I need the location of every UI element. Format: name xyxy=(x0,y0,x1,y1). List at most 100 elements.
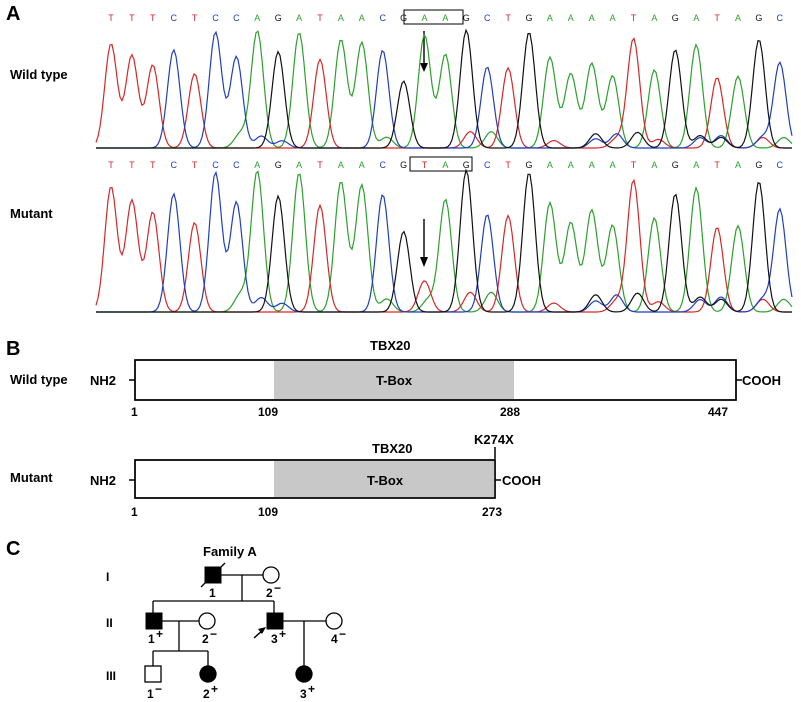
wild-type-tick-109: 109 xyxy=(258,405,278,419)
pedigree-II-4: 4 − xyxy=(325,612,346,646)
wild-type-t-box-label: T-Box xyxy=(376,373,413,388)
pedigree-III-2: 2 + xyxy=(199,665,218,701)
panel-a-letter: A xyxy=(6,3,20,25)
pedigree-III-3-sign: + xyxy=(308,682,315,696)
wild-type-base-22: A xyxy=(568,13,574,23)
wild-type-trace-G xyxy=(96,28,792,149)
wild-type-protein-label: Wild type xyxy=(10,372,68,387)
wild-type-c-terminus: COOH xyxy=(742,373,781,388)
wild-type-base-7: A xyxy=(254,13,260,23)
pedigree-III-1: 1 − xyxy=(144,665,162,701)
mutant-base-2: T xyxy=(150,160,156,170)
mutant-chromatogram-label: Mutant xyxy=(10,206,53,221)
wild-type-base-6: C xyxy=(233,13,240,23)
pedigree-III-2-label: 2 xyxy=(203,687,210,701)
mutant-base-6: C xyxy=(233,160,240,170)
mutant-tick-273: 273 xyxy=(482,505,502,519)
pedigree-II-1: 1 + xyxy=(145,612,163,646)
mutant-tick-1: 1 xyxy=(131,505,138,519)
mutant-base-3: C xyxy=(170,160,177,170)
panel-c-letter: C xyxy=(6,538,20,560)
wild-type-base-5: C xyxy=(212,13,219,23)
pedigree-II-4-label: 4 xyxy=(331,632,338,646)
mutant-base-0: T xyxy=(108,160,114,170)
wild-type-base-28: A xyxy=(693,13,699,23)
mutant-mutation-arrow xyxy=(420,219,428,267)
wild-type-base-30: A xyxy=(735,13,741,23)
mutant-base-12: A xyxy=(359,160,365,170)
mutant-base-25: T xyxy=(631,160,637,170)
mutant-base-32: C xyxy=(777,160,784,170)
wild-type-base-26: A xyxy=(651,13,657,23)
pedigree-II-3: 3 + xyxy=(253,612,286,646)
mutant-base-27: G xyxy=(672,160,679,170)
pedigree-III-3-label: 3 xyxy=(300,687,307,701)
wild-type-base-25: T xyxy=(631,13,637,23)
pedigree-II-2-sign: − xyxy=(210,627,217,641)
mutant-base-4: T xyxy=(192,160,198,170)
mutant-protein-name: TBX20 xyxy=(372,441,412,456)
pedigree-I-2: 2 − xyxy=(262,566,281,600)
wild-type-base-15: A xyxy=(421,13,427,23)
mutant-base-19: T xyxy=(505,160,511,170)
pedigree-II-3-sign: + xyxy=(279,627,286,641)
mutant-base-9: A xyxy=(296,160,302,170)
proband-arrow-icon xyxy=(253,627,266,639)
wild-type-codon-box xyxy=(403,9,464,25)
wild-type-t-box-domain xyxy=(274,361,514,399)
wild-type-base-3: C xyxy=(170,13,177,23)
mutant-trace-G xyxy=(96,168,792,313)
mutant-n-terminus: NH2 xyxy=(90,473,116,488)
pedigree-III-1-label: 1 xyxy=(147,687,154,701)
mutant-base-21: A xyxy=(547,160,553,170)
mutant-chromatogram-trace xyxy=(95,168,793,313)
wild-type-base-10: T xyxy=(317,13,323,23)
mutant-tick-109: 109 xyxy=(258,505,278,519)
mutant-base-17: G xyxy=(463,160,470,170)
wild-type-base-24: A xyxy=(610,13,616,23)
mutant-base-24: A xyxy=(610,160,616,170)
wild-type-base-12: A xyxy=(359,13,365,23)
wild-type-base-27: G xyxy=(672,13,679,23)
wild-type-base-18: C xyxy=(484,13,491,23)
wild-type-base-11: A xyxy=(338,13,344,23)
wild-type-base-8: G xyxy=(275,13,282,23)
wild-type-base-9: A xyxy=(296,13,302,23)
mutant-base-1: T xyxy=(129,160,135,170)
mutant-base-10: T xyxy=(317,160,323,170)
mutant-base-5: C xyxy=(212,160,219,170)
pedigree-II-2: 2 − xyxy=(198,612,217,646)
mutant-base-20: G xyxy=(525,160,532,170)
mutant-base-28: A xyxy=(693,160,699,170)
wild-type-tick-288: 288 xyxy=(500,405,520,419)
mutation-label: K274X xyxy=(474,432,514,447)
wild-type-base-19: T xyxy=(505,13,511,23)
mutant-base-8: G xyxy=(275,160,282,170)
generation-label-1: I xyxy=(106,570,109,584)
wild-type-base-17: G xyxy=(463,13,470,23)
mutant-codon-box xyxy=(409,156,473,172)
pedigree-II-2-label: 2 xyxy=(202,632,209,646)
wild-type-chromatogram-trace xyxy=(95,28,793,149)
mutant-base-29: T xyxy=(714,160,720,170)
pedigree-II-1-sign: + xyxy=(156,627,163,641)
pedigree-I-2-sign: − xyxy=(274,581,281,595)
mutant-base-11: A xyxy=(338,160,344,170)
pedigree-II-1-label: 1 xyxy=(148,632,155,646)
wild-type-n-terminus: NH2 xyxy=(90,373,116,388)
pedigree-III-2-sign: + xyxy=(211,682,218,696)
mutant-base-16: A xyxy=(442,160,448,170)
mutant-base-26: A xyxy=(651,160,657,170)
mutant-base-31: G xyxy=(755,160,762,170)
wild-type-base-2: T xyxy=(150,13,156,23)
pedigree-III-1-sign: − xyxy=(155,682,162,696)
mutant-t-box-label: T-Box xyxy=(367,473,404,488)
pedigree-I-1: 1 xyxy=(200,562,226,600)
mutant-base-18: C xyxy=(484,160,491,170)
pedigree-I-1-label: 1 xyxy=(209,586,216,600)
wild-type-base-32: C xyxy=(777,13,784,23)
wild-type-tick-1: 1 xyxy=(131,405,138,419)
wild-type-base-29: T xyxy=(714,13,720,23)
